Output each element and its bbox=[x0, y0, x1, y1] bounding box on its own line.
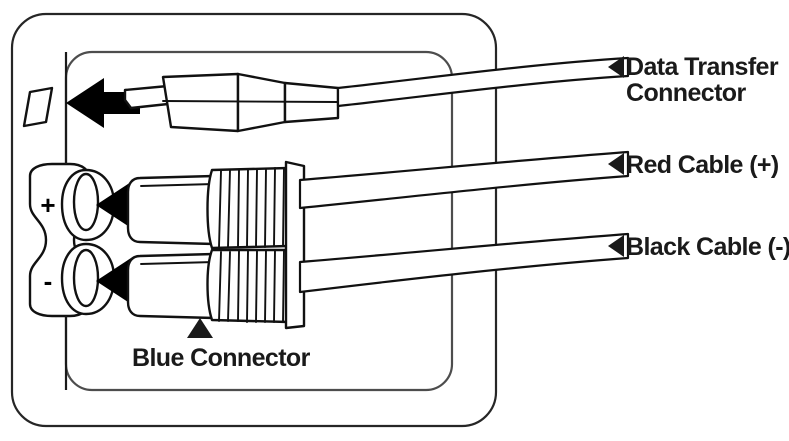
callout-marker-red-cable bbox=[608, 153, 624, 175]
data-plug-seam bbox=[162, 100, 339, 103]
callout-marker-data-transfer-connector bbox=[608, 56, 624, 78]
arrow-data-port bbox=[66, 78, 140, 128]
red-thread-ribs bbox=[218, 167, 285, 248]
negative-terminal-label: - bbox=[44, 266, 53, 296]
data-plug-body-section-1 bbox=[161, 72, 240, 133]
black-thread-ribs bbox=[218, 249, 285, 323]
black-barrel-body bbox=[126, 252, 216, 320]
red-cable bbox=[298, 150, 630, 210]
positive-terminal-opening bbox=[72, 172, 100, 232]
callout-label-data-transfer-connector-line1: Data Transfer bbox=[626, 53, 779, 81]
red-barrel-highlight bbox=[140, 183, 215, 187]
callout-marker-blue-connector bbox=[187, 318, 213, 338]
red-barrel-body bbox=[126, 174, 216, 246]
callout-label-red-cable: Red Cable (+) bbox=[626, 151, 779, 179]
callout-label-data-transfer-connector-line2: Connector bbox=[626, 79, 746, 107]
black-barrel-highlight bbox=[140, 261, 215, 265]
callout-label-blue-connector: Blue Connector bbox=[132, 344, 311, 372]
data-cable bbox=[336, 56, 630, 108]
black-cable bbox=[298, 232, 630, 294]
callout-marker-black-cable bbox=[608, 235, 624, 257]
data-plug-tip bbox=[123, 84, 170, 110]
negative-terminal-opening bbox=[72, 248, 100, 308]
data-port-icon bbox=[22, 86, 54, 128]
callout-label-black-cable: Black Cable (-) bbox=[626, 233, 789, 261]
positive-terminal-label: + bbox=[40, 190, 55, 220]
